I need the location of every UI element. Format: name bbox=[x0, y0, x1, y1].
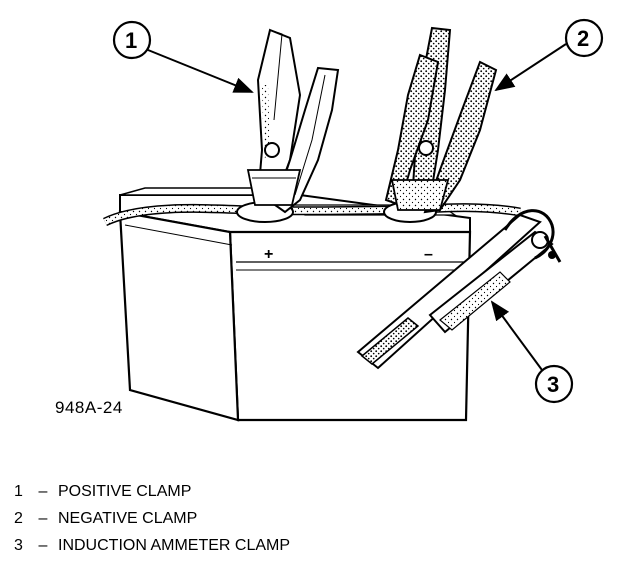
legend-label: INDUCTION AMMETER CLAMP bbox=[58, 537, 291, 554]
legend-label: NEGATIVE CLAMP bbox=[58, 510, 198, 527]
cable bbox=[103, 203, 521, 227]
legend-dash: – bbox=[38, 483, 48, 500]
legend-dash: – bbox=[38, 537, 48, 554]
callout-3: 3 bbox=[490, 300, 574, 404]
legend: 1–POSITIVE CLAMP 2–NEGATIVE CLAMP 3–INDU… bbox=[14, 478, 290, 559]
induction-ammeter-clamp bbox=[356, 209, 562, 370]
negative-clamp bbox=[383, 26, 498, 223]
callout-number: 1 bbox=[125, 28, 137, 53]
legend-label: POSITIVE CLAMP bbox=[58, 483, 192, 500]
callout-2: 2 bbox=[494, 18, 604, 92]
callout-1: 1 bbox=[112, 20, 254, 93]
figure-code: 948A-24 bbox=[55, 398, 123, 417]
legend-item: 3–INDUCTION AMMETER CLAMP bbox=[14, 532, 290, 559]
legend-number: 3 bbox=[14, 537, 23, 554]
legend-number: 1 bbox=[14, 483, 23, 500]
legend-dash: – bbox=[38, 510, 48, 527]
legend-item: 2–NEGATIVE CLAMP bbox=[14, 505, 290, 532]
legend-item: 1–POSITIVE CLAMP bbox=[14, 478, 290, 505]
callout-number: 3 bbox=[547, 372, 559, 397]
negative-terminal-symbol: – bbox=[424, 246, 433, 263]
positive-clamp bbox=[236, 28, 340, 223]
callout-number: 2 bbox=[577, 26, 589, 51]
legend-number: 2 bbox=[14, 510, 23, 527]
positive-terminal-symbol: + bbox=[264, 246, 273, 263]
